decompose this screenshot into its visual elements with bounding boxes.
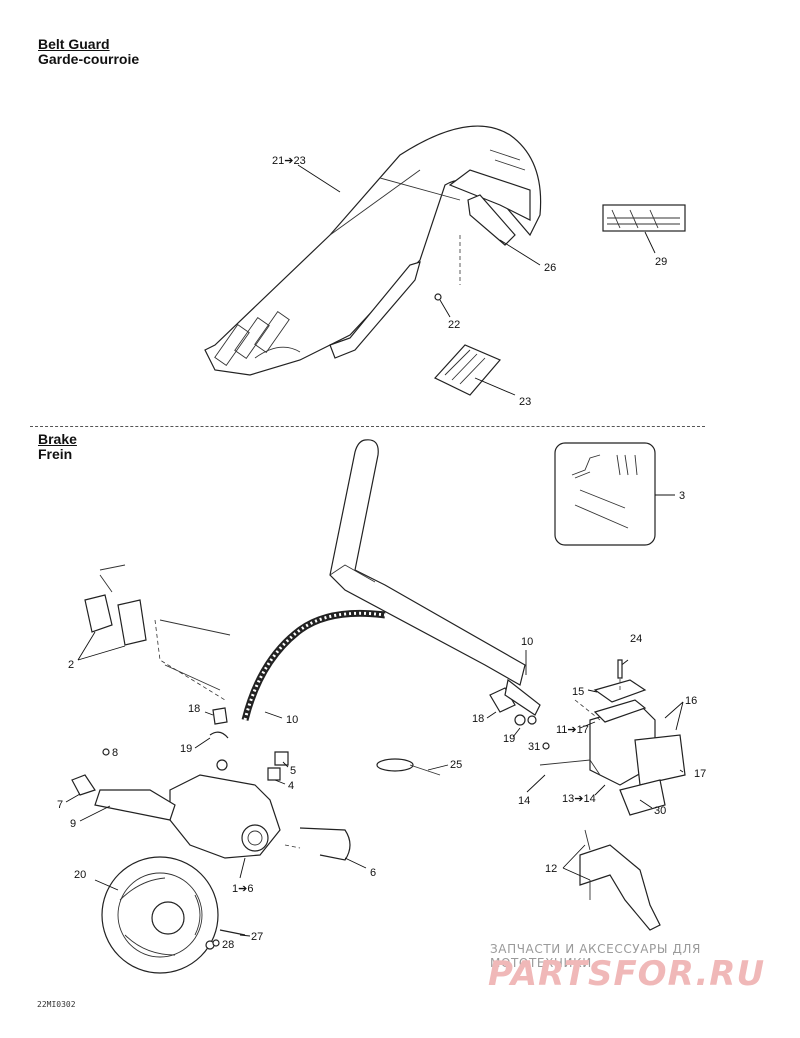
callout-14: 14 xyxy=(518,795,530,807)
leader-13-14 xyxy=(594,784,606,796)
callout-10b: 10 xyxy=(521,636,533,648)
belt-guard-title-fr: Garde-courroie xyxy=(38,51,140,67)
watermark-logo: PARTSFOR.RU xyxy=(488,954,766,994)
leader-1-6 xyxy=(239,857,246,879)
callout-17: 17 xyxy=(694,768,706,780)
callout-19b: 19 xyxy=(503,733,515,745)
callout-30: 30 xyxy=(654,805,666,817)
callout-28: 28 xyxy=(222,939,234,951)
callout-1-6: 1➔6 xyxy=(232,883,253,895)
cable-tie-25 xyxy=(376,758,441,776)
leader-20 xyxy=(94,879,119,891)
callout-29: 29 xyxy=(655,256,667,268)
nut-8 xyxy=(102,748,110,756)
leader-7 xyxy=(65,793,81,803)
label-23 xyxy=(434,344,501,396)
callout-10a: 10 xyxy=(286,714,298,726)
brake-lever xyxy=(579,829,661,931)
leader-10a xyxy=(264,711,283,719)
leader-19a xyxy=(194,737,211,749)
callout-2: 2 xyxy=(68,659,74,671)
leader-15 xyxy=(587,689,598,693)
callout-9: 9 xyxy=(70,818,76,830)
caliper xyxy=(94,774,281,859)
screw-24 xyxy=(617,659,623,679)
callout-12: 12 xyxy=(545,863,557,875)
nut-28 xyxy=(212,939,220,947)
leader-25 xyxy=(427,764,449,771)
callout-11-17: 11➔17 xyxy=(556,724,589,736)
leader-30 xyxy=(639,799,653,809)
leader-29 xyxy=(644,231,656,254)
belt-guard-assembly xyxy=(204,125,542,376)
screw-22 xyxy=(434,293,442,301)
brake-hose xyxy=(241,609,386,721)
brake-disc xyxy=(101,856,219,974)
leader-23 xyxy=(474,377,516,396)
callout-13-14: 13➔14 xyxy=(562,793,596,805)
callout-24: 24 xyxy=(630,633,642,645)
callout-22: 22 xyxy=(448,319,460,331)
bracket-26 xyxy=(467,194,516,246)
leader-22 xyxy=(439,299,451,318)
callout-6: 6 xyxy=(370,867,376,879)
callout-8: 8 xyxy=(112,747,118,759)
callout-21-23: 21➔23 xyxy=(272,155,306,167)
section-divider xyxy=(30,426,705,427)
watermark-tagline: ЗАПЧАСТИ И АКСЕССУАРЫ ДЛЯ МОТОТЕХНИКИ xyxy=(490,942,701,970)
brake-title: Brake xyxy=(38,431,77,447)
leader-2a xyxy=(77,631,96,661)
belt-guard-title: Belt Guard xyxy=(38,36,110,52)
leader-16b xyxy=(675,701,684,731)
callout-26: 26 xyxy=(544,262,556,274)
leader-27 xyxy=(239,934,251,937)
hardware-brake xyxy=(71,707,351,950)
callout-7: 7 xyxy=(57,799,63,811)
leader-2b xyxy=(77,645,126,661)
leader-19b xyxy=(512,727,521,738)
nut-31 xyxy=(542,742,550,750)
callout-5: 5 xyxy=(290,765,296,777)
leader-17 xyxy=(679,769,684,773)
callout-27: 27 xyxy=(251,931,263,943)
callout-16: 16 xyxy=(685,695,697,707)
leader-18a xyxy=(204,711,214,716)
callout-20: 20 xyxy=(74,869,86,881)
leader-5 xyxy=(282,761,289,768)
brake-title-fr: Frein xyxy=(38,446,73,462)
handlebar xyxy=(329,439,526,686)
leader-4 xyxy=(274,779,286,785)
leader-11-17 xyxy=(579,721,596,729)
leader-14 xyxy=(526,774,546,793)
leader-18b xyxy=(486,711,497,719)
callout-19a: 19 xyxy=(180,743,192,755)
callout-15: 15 xyxy=(572,686,584,698)
belt-guard-heading: Belt Guard Garde-courroie xyxy=(38,37,139,67)
decal-29 xyxy=(602,204,686,232)
callout-18a: 18 xyxy=(188,703,200,715)
callout-23: 23 xyxy=(519,396,531,408)
leader-26 xyxy=(499,239,541,266)
callout-4: 4 xyxy=(288,780,294,792)
leader-6 xyxy=(344,857,367,869)
kit-box-3 xyxy=(554,442,656,546)
callout-25: 25 xyxy=(450,759,462,771)
brake-pads-2 xyxy=(84,564,231,691)
callout-3: 3 xyxy=(679,490,685,502)
callout-31: 31 xyxy=(528,741,540,753)
leader-12a xyxy=(562,844,586,869)
leader-21-23 xyxy=(297,164,341,193)
document-id: 22MI0302 xyxy=(37,1000,76,1009)
callout-18b: 18 xyxy=(472,713,484,725)
leader-16a xyxy=(664,701,684,719)
master-cylinder xyxy=(489,678,686,816)
leader-9 xyxy=(79,805,111,822)
brake-heading: Brake Frein xyxy=(38,432,77,462)
leader-12b xyxy=(562,867,591,881)
